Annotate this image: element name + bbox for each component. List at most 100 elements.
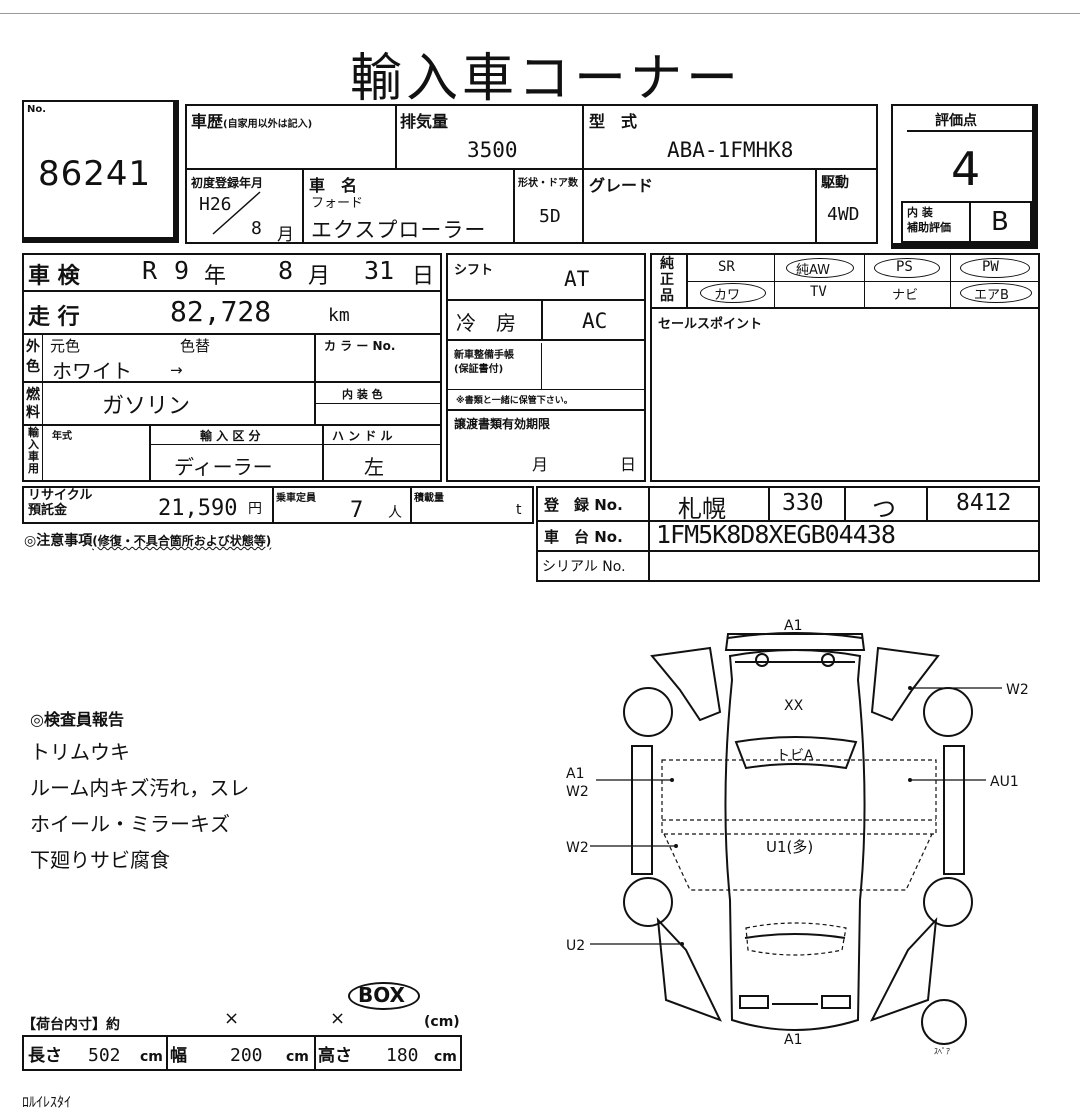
equip-ps: PS [896,259,913,275]
serial-label: シリアル No. [542,559,626,575]
cargo-length-label: 長さ [28,1046,62,1066]
inspection-month: 8 [278,256,294,285]
drive-label: 駆動 [821,175,849,191]
inspection-year: 9 [174,256,190,285]
equipment-side-label: 純 正 品 [660,256,674,304]
equip-airbag-circle [960,283,1032,303]
mileage-value: 82,728 [170,295,272,328]
score-box: 評価点 4 内 装 補助評価 B [891,104,1038,249]
import-type-label: 輸 入 区 分 [200,429,261,443]
diagram-windshield: トビA [776,748,814,764]
displacement-value: 3500 [467,138,518,162]
equip-tv: TV [810,284,827,300]
shift-label: シフト [454,263,494,278]
capacity-label: 乗車定員 [276,493,316,504]
diagram-back-bottom: A1 [784,1032,802,1048]
cargo-width: 200 [230,1045,263,1066]
ac-label: 冷 房 [456,311,516,335]
import-type-value: ディーラー [174,455,273,479]
leader-lines [590,687,1002,945]
manual-note: ※書類と一緒に保管下さい。 [456,396,573,406]
transfer-day-unit: 日 [620,455,637,474]
recycle-value: 21,590 [158,496,238,521]
registration-block: 登 録 No. 札幌 330 つ 8412 車 台 No. 1FM5K8D8XE… [536,486,1040,582]
color-arrow: → [170,361,183,379]
import-year-label: 年式 [52,431,72,442]
inspection-month-unit: 月 [308,264,331,289]
recycle-row: リサイクル 預託金 21,590 円 乗車定員 7 人 積載量 t [22,486,534,524]
lot-number: 86241 [38,154,152,194]
diagram-right-side: AU1 [990,774,1019,790]
cargo-times-1: × [224,1008,240,1029]
handle-label: ハ ン ド ル [332,429,393,443]
cargo-box-circle [348,982,420,1010]
capacity-unit: 人 [388,505,402,521]
cargo-label: 【荷台内寸】約 [22,1017,120,1033]
inspection-era: R [142,256,158,285]
inspection-year-unit: 年 [204,264,227,289]
diagram-left-upper-1: A1 [566,766,584,782]
equip-sr: SR [718,259,735,275]
diagram-floor: U1(多) [766,838,813,856]
ac-value: AC [582,309,608,333]
fuel-value: ガソリン [102,394,191,419]
interior-score-label: 内 装 補助評価 [907,206,951,234]
inspector-label: ◎検査員報告 [30,710,124,729]
page-title: 輸入車コーナー [350,49,743,109]
equip-alloy-wheel: 純AW [796,263,831,278]
registration-number: 8412 [956,490,1012,516]
diagram-front-top: A1 [784,618,802,634]
color-orig-label: 元色 [50,337,81,355]
equip-ps-circle [874,258,940,278]
cargo-width-unit: cm [286,1049,309,1065]
cargo-length-unit: cm [140,1049,163,1065]
color-side-label: 外 色 [26,339,40,375]
equip-navi: ナビ [892,288,919,303]
transfer-label: 譲渡書類有効期限 [454,417,551,431]
equip-pw: PW [982,259,999,275]
lot-label: No. [27,104,47,115]
top-rule [0,13,1080,14]
handle-value: 左 [364,455,384,479]
color-value: ホワイト [52,359,132,383]
model-code-label: 型 式 [589,112,638,131]
car-name-value: エクスプローラー [311,218,487,242]
inspection-day-unit: 日 [412,264,435,289]
cargo-times-2: × [330,1008,346,1029]
inspector-line-4: 下廻りサビ腐食 [30,848,170,872]
color-change-label: 色替 [180,337,211,355]
capacity-value: 7 [350,498,364,523]
chassis-label: 車 台 No. [544,528,623,546]
equip-leather-circle [700,283,766,303]
chassis-value: 1FM5K8D8XEGB04438 [656,520,896,549]
cargo-width-label: 幅 [170,1046,187,1066]
footer-partial-text: ﾛﾙｲﾚｽﾀｲ [22,1095,71,1111]
registration-kana: つ [872,495,896,523]
mileage-unit: km [328,305,350,326]
equipment-block: 純 正 品 SR 純AW PS PW カワ TV ナビ エアB セールスポイント [650,253,1040,482]
shift-value: AT [564,267,590,291]
inspection-label: 車 検 [28,264,80,289]
cargo-height: 180 [386,1045,419,1066]
score-value: 4 [951,142,981,196]
equip-pw-circle [960,258,1030,278]
registration-label: 登 録 No. [544,496,623,514]
interior-score-value: B [991,207,1009,237]
car-damage-diagram: A1 XX トビA U1(多) W2 AU1 A1 W2 W2 U2 A1 ｽﾍ… [566,618,1029,1056]
first-reg-slash [212,191,261,235]
equip-leather: カワ [714,288,741,303]
registration-region: 札幌 [678,495,726,523]
interior-outline [661,759,937,956]
diagram-left-low: U2 [566,938,585,954]
diagram-roof: XX [784,698,804,714]
registration-class: 330 [782,490,824,516]
cargo-length: 502 [88,1045,121,1066]
leader-dots [670,686,912,946]
inspector-line-3: ホイール・ミラーキズ [30,812,230,836]
diagram-right-mirror: W2 [1006,682,1029,698]
shift-block: シフト AT 冷 房 AC 新車整備手帳 (保証書付) ※書類と一緒に保管下さい… [446,253,646,482]
interior-score-box: 内 装 補助評価 B [901,201,1032,243]
first-reg-month-unit: 月 [277,225,294,245]
vehicle-status-block: 車 検 R 9 年 8 月 31 日 走 行 82,728 km 外 色 元色 … [22,253,442,482]
equip-alloy-wheel-circle [786,258,854,278]
